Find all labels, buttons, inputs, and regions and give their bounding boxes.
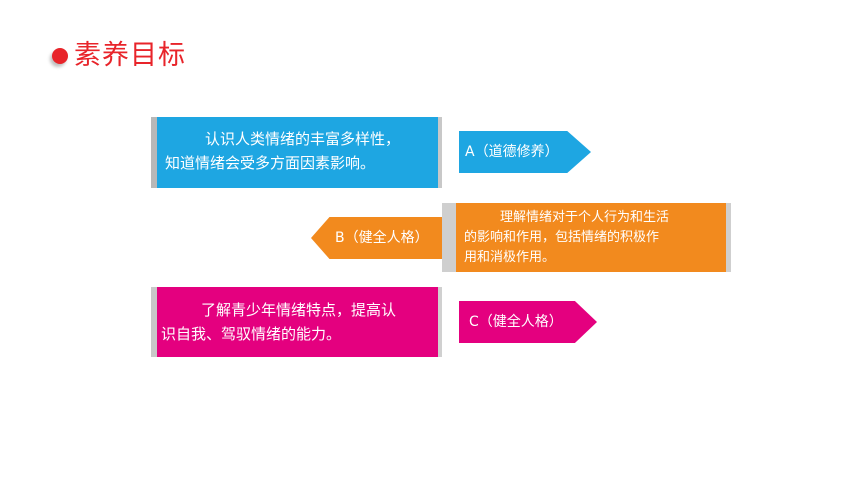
title-bullet-icon (52, 48, 68, 64)
goal-a-text-line2: 知道情绪会受多方面因素影响。 (165, 154, 376, 172)
goal-a-text-line1: 认识人类情绪的丰富多样性， (205, 130, 401, 148)
goal-a-tag-arrow: A（道德修养） (459, 131, 591, 173)
page-title: 素养目标 (74, 40, 186, 71)
goal-b-tag-label: B（健全人格） (335, 230, 429, 246)
goal-a-tag-label: A（道德修养） (465, 144, 559, 160)
goal-b-text-line2: 的影响和作用，包括情绪的积极作 (464, 230, 660, 245)
goal-b-text-line3: 用和消极作用。 (464, 250, 556, 265)
goal-a-box: 认识人类情绪的丰富多样性， 知道情绪会受多方面因素影响。 (151, 117, 442, 188)
goal-c-tag-arrow: C（健全人格） (459, 301, 597, 343)
goal-b-text-line1: 理解情绪对于个人行为和生活 (500, 210, 670, 225)
goal-c-tag-label: C（健全人格） (469, 314, 563, 330)
goal-c-text-line2: 识自我、驾驭情绪的能力。 (161, 325, 342, 343)
goal-b-tag-arrow: B（健全人格） (311, 217, 443, 259)
goal-b-box: 理解情绪对于个人行为和生活 的影响和作用，包括情绪的积极作 用和消极作用。 (442, 203, 731, 272)
goal-c-box: 了解青少年情绪特点，提高认 识自我、驾驭情绪的能力。 (151, 287, 442, 357)
goal-c-text-line1: 了解青少年情绪特点，提高认 (201, 301, 397, 319)
